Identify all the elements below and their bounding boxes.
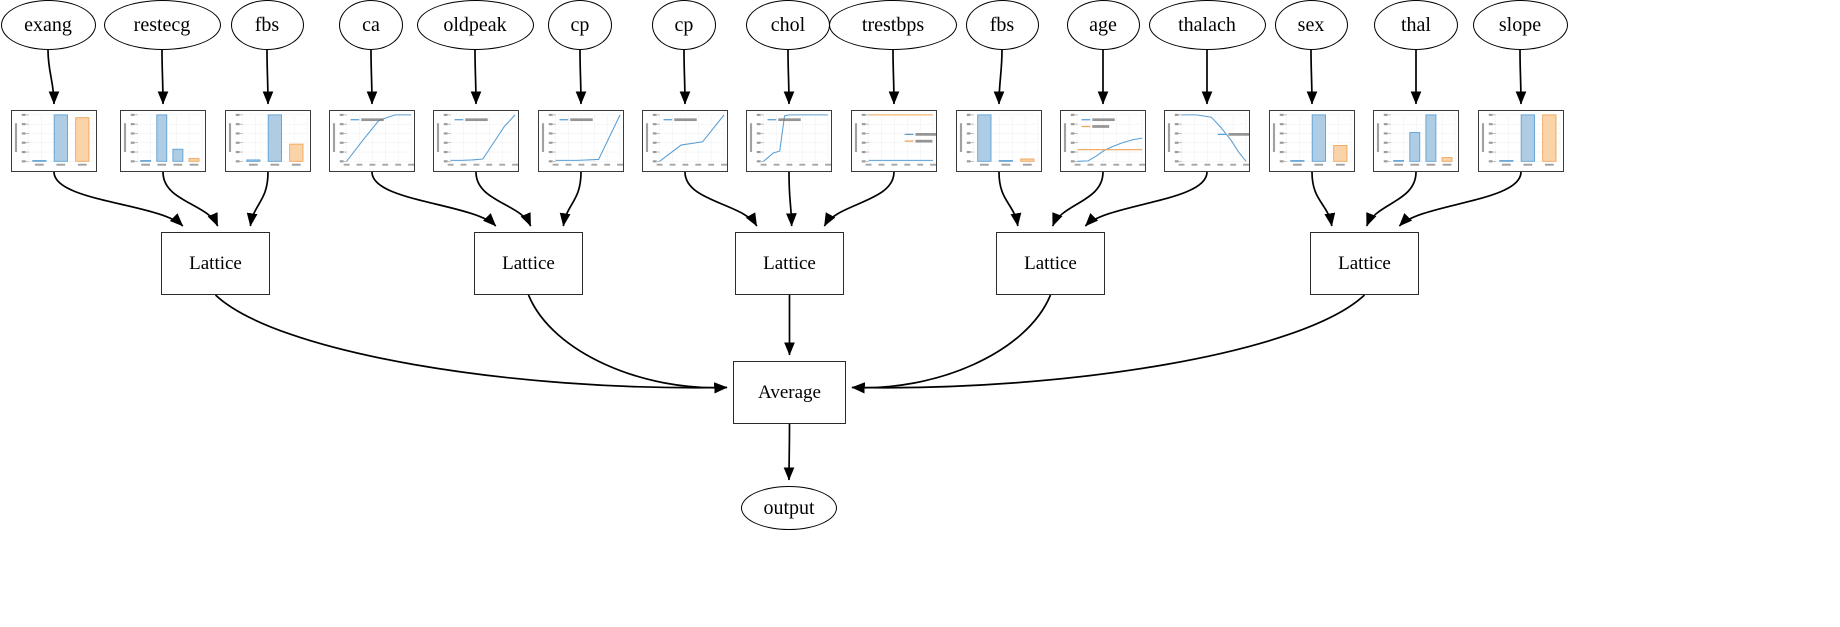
lattice-label: Lattice [1338, 252, 1391, 274]
calibrator-plot-oldpeak-4[interactable] [433, 110, 519, 172]
input-node-label: trestbps [861, 13, 925, 36]
input-node-label: ca [362, 13, 380, 36]
calibrator-plot-trestbps-8[interactable] [851, 110, 937, 172]
input-node-label: fbs [989, 13, 1015, 36]
calibrator-plot-thalach-11[interactable] [1164, 110, 1250, 172]
output-label: output [763, 496, 815, 519]
input-node-thal[interactable]: thal [1374, 0, 1458, 50]
calibrator-plot-cp-5[interactable] [538, 110, 624, 172]
calibrator-plot-thal-13[interactable] [1373, 110, 1459, 172]
input-node-label: restecg [133, 13, 191, 36]
lattice-node-3[interactable]: Lattice [996, 232, 1105, 295]
calibrator-plot-restecg-1[interactable] [120, 110, 206, 172]
input-node-trestbps[interactable]: trestbps [829, 0, 957, 50]
input-node-label: thalach [1178, 13, 1236, 36]
input-node-label: cp [570, 13, 590, 36]
lattice-node-1[interactable]: Lattice [474, 232, 583, 295]
input-node-label: cp [674, 13, 694, 36]
calibrator-plot-fbs-9[interactable] [956, 110, 1042, 172]
lattice-label: Lattice [1024, 252, 1077, 274]
input-node-ca[interactable]: ca [339, 0, 403, 50]
average-label: Average [758, 381, 821, 403]
average-node[interactable]: Average [733, 361, 846, 424]
input-node-chol[interactable]: chol [746, 0, 830, 50]
input-node-label: sex [1297, 13, 1325, 36]
lattice-label: Lattice [763, 252, 816, 274]
calibrator-plot-sex-12[interactable] [1269, 110, 1355, 172]
lattice-node-0[interactable]: Lattice [161, 232, 270, 295]
input-node-label: slope [1498, 13, 1542, 36]
input-node-fbs[interactable]: fbs [230, 0, 304, 50]
input-node-slope[interactable]: slope [1472, 0, 1568, 50]
input-node-fbs[interactable]: fbs [965, 0, 1039, 50]
calibrator-plot-exang-0[interactable] [11, 110, 97, 172]
calibrator-plot-ca-3[interactable] [329, 110, 415, 172]
calibrator-plot-chol-7[interactable] [746, 110, 832, 172]
input-node-restecg[interactable]: restecg [103, 0, 221, 50]
lattice-node-4[interactable]: Lattice [1310, 232, 1419, 295]
input-node-cp[interactable]: cp [548, 0, 612, 50]
input-node-label: fbs [254, 13, 280, 36]
input-node-sex[interactable]: sex [1274, 0, 1348, 50]
input-node-thalach[interactable]: thalach [1148, 0, 1266, 50]
lattice-label: Lattice [189, 252, 242, 274]
input-node-label: age [1089, 13, 1117, 36]
lattice-node-2[interactable]: Lattice [735, 232, 844, 295]
calibrator-plot-cp-6[interactable] [642, 110, 728, 172]
input-node-label: thal [1401, 13, 1431, 36]
input-node-age[interactable]: age [1066, 0, 1140, 50]
input-node-cp[interactable]: cp [652, 0, 716, 50]
calibrator-plot-fbs-2[interactable] [225, 110, 311, 172]
input-node-label: oldpeak [443, 13, 507, 36]
calibrator-plot-age-10[interactable] [1060, 110, 1146, 172]
input-node-exang[interactable]: exang [0, 0, 96, 50]
calibrator-plot-slope-14[interactable] [1478, 110, 1564, 172]
output-node[interactable]: output [741, 486, 837, 530]
input-node-oldpeak[interactable]: oldpeak [416, 0, 534, 50]
lattice-label: Lattice [502, 252, 555, 274]
input-node-label: chol [770, 13, 806, 36]
input-node-label: exang [24, 13, 72, 36]
